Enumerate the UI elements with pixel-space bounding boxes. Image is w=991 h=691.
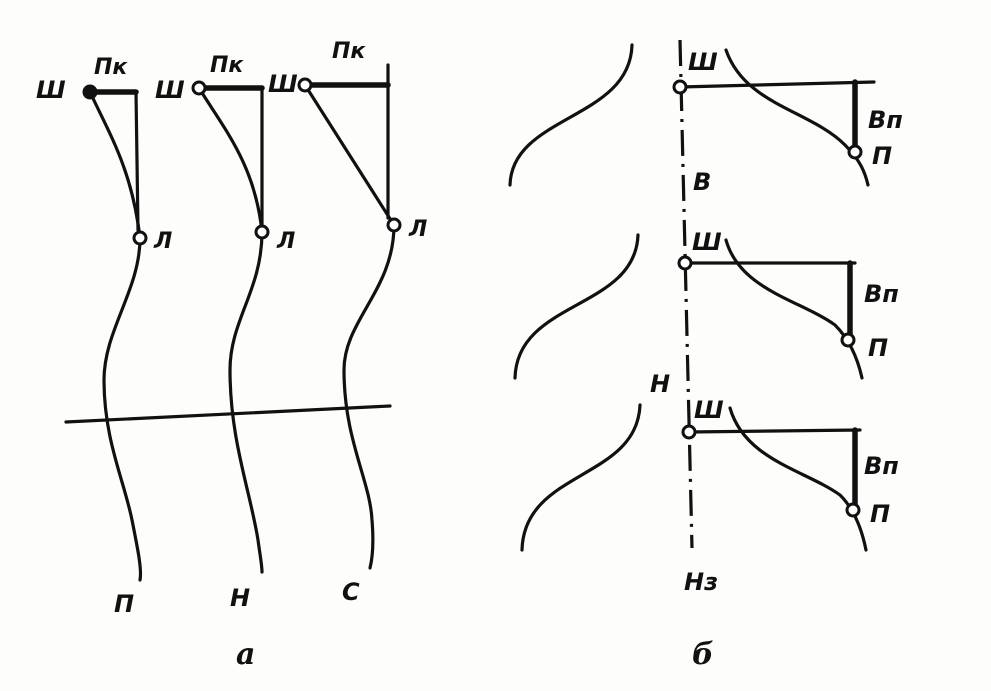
label-pk-3: Пк: [332, 39, 366, 64]
row-2: [677, 238, 864, 380]
left-s-curve-1: [508, 43, 634, 187]
label-vp-row3: Вп: [864, 452, 899, 480]
label-pk-1: Пк: [94, 55, 128, 80]
label-axis-nz: Нз: [684, 568, 718, 596]
hinge-point-sh: [681, 424, 697, 440]
row-3: [681, 406, 868, 552]
caption-b: б: [692, 637, 714, 672]
falling-curve: [724, 48, 870, 187]
left-s-curve-2: [513, 233, 640, 380]
hinge-point-p: [845, 502, 861, 518]
row-1: [672, 48, 876, 187]
hinge-point-p: [840, 332, 856, 348]
hinge-point-l: [132, 230, 148, 246]
hinge-point-l: [254, 224, 270, 240]
label-p-row3: П: [870, 500, 890, 528]
left-s-curve-3: [520, 403, 642, 552]
label-sh-row3: Ш: [694, 396, 724, 424]
panel-a: Ш Пк Ш Пк Ш Пк Л Л Л П Н С а: [36, 39, 427, 672]
label-bottom-n: Н: [230, 584, 250, 612]
label-l-3: Л: [408, 217, 427, 242]
wave-curve: [342, 223, 396, 570]
label-bottom-s: С: [342, 578, 360, 606]
wave-curve: [228, 230, 264, 574]
horizontal-reference-line: [64, 404, 392, 424]
label-sh-3: Ш: [268, 70, 298, 98]
column-n: [191, 80, 270, 574]
column-p: [82, 84, 148, 582]
label-l-1: Л: [153, 229, 172, 254]
label-sh-row1: Ш: [688, 48, 718, 76]
oblique-link: [197, 86, 264, 234]
hinge-point-sh: [297, 77, 313, 93]
hinge-point-sh: [677, 255, 693, 271]
horizontal-line: [687, 428, 862, 434]
vertical-link: [134, 90, 140, 232]
hinge-point-filled: [82, 84, 98, 100]
label-l-2: Л: [276, 229, 295, 254]
label-p-row2: П: [868, 334, 888, 362]
label-bottom-p: П: [114, 590, 134, 618]
label-sh-1: Ш: [36, 76, 66, 104]
panel-b: Ш Вп П Ш Вп П Ш Вп П В Н Нз б: [508, 39, 903, 672]
hinge-point-l: [386, 217, 402, 233]
label-pk-2: Пк: [210, 53, 244, 78]
label-vp-row2: Вп: [864, 280, 899, 308]
label-p-row1: П: [872, 142, 892, 170]
falling-curve: [724, 238, 864, 380]
label-sh-2: Ш: [155, 76, 185, 104]
hinge-point-sh: [191, 80, 207, 96]
dash-dot-axis: [678, 39, 694, 549]
horizontal-line: [678, 80, 876, 89]
label-axis-n: Н: [650, 370, 670, 398]
wave-curve: [102, 236, 143, 582]
oblique-link: [88, 90, 142, 240]
label-sh-row2: Ш: [692, 228, 722, 256]
hinge-point-sh: [672, 79, 688, 95]
label-vp-row1: Вп: [868, 106, 903, 134]
falling-curve: [728, 406, 868, 552]
caption-a: а: [236, 637, 255, 672]
hinge-point-p: [847, 144, 863, 160]
label-axis-v: В: [693, 168, 711, 196]
oblique-link: [303, 83, 396, 227]
column-s: [297, 63, 402, 570]
